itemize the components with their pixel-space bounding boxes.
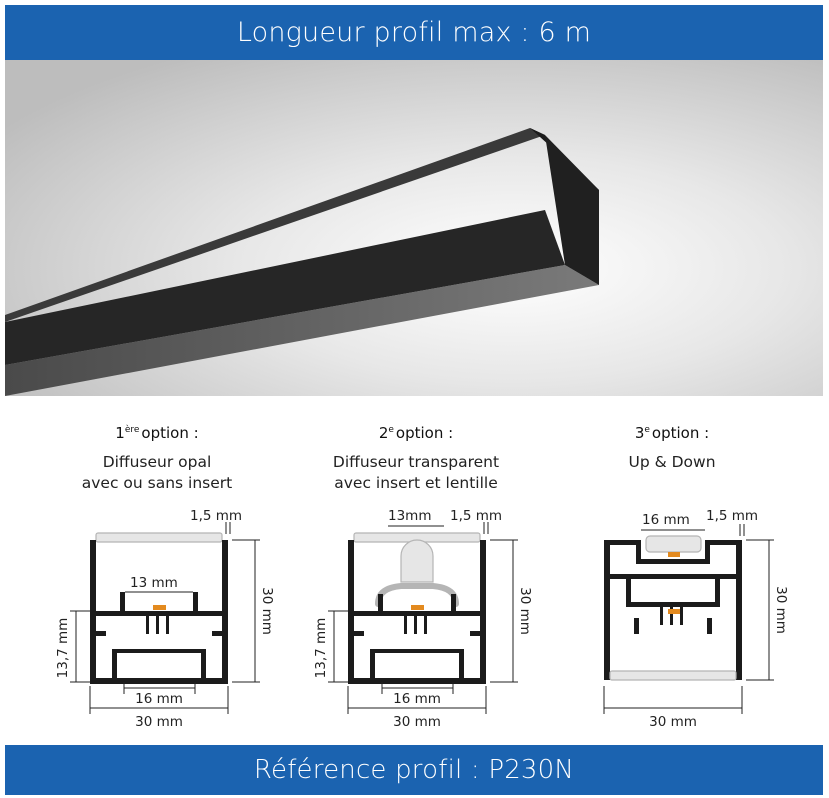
option-2-lens-width-dim: 13mm — [388, 508, 431, 524]
option-1-number: 1 — [115, 424, 125, 442]
option-2-top-wall-dim: 1,5 mm — [450, 508, 502, 524]
option-1-line1: Diffuseur opal — [102, 453, 212, 471]
option-3-drawing: 16 mm 1,5 mm 30 mm 30 mm — [603, 508, 789, 730]
option-1-label: option : — [141, 424, 199, 442]
option-2-description: Diffuseur transparent avec insert et len… — [296, 452, 536, 494]
option-3-lower-diffuser — [609, 670, 737, 681]
option-2-number: 2 — [378, 424, 389, 442]
option-1-right-wall — [222, 540, 228, 682]
option-1-suffix: ère — [124, 425, 140, 435]
option-3-width-dim: 30 mm — [649, 714, 697, 730]
option-3-height-dim: 30 mm — [773, 586, 789, 634]
option-1-drawing: 1,5 mm 13 mm 30 mm 13,7 mm 16 mm 30 mm — [55, 508, 275, 730]
footer-title: Référence profil : P230N — [253, 755, 575, 785]
header-title: Longueur profil max : 6 m — [236, 17, 592, 48]
option-2-insert-height-dim: 13,7 mm — [313, 618, 329, 679]
option-1-description: Diffuseur opal avec ou sans insert — [37, 452, 277, 494]
option-1-insert — [96, 611, 222, 616]
option-3-suffix: e — [644, 425, 650, 435]
option-3-number: 3 — [634, 424, 645, 442]
option-2-label: option : — [395, 424, 454, 442]
product-photo — [5, 60, 823, 396]
option-1-led — [153, 605, 166, 610]
option-1-inner-width-dim: 13 mm — [130, 575, 178, 591]
option-1-height-dim: 30 mm — [259, 587, 275, 635]
option-3-top-wall-dim: 1,5 mm — [706, 508, 758, 524]
footer-banner: Référence profil : P230N — [5, 745, 823, 795]
option-1-channel-width-dim: 16 mm — [135, 691, 183, 707]
option-1-line2: avec ou sans insert — [81, 474, 233, 492]
option-1-top-wall-dim: 1,5 mm — [190, 508, 242, 524]
option-2-channel-width-dim: 16 mm — [393, 691, 441, 707]
profile-render-image — [5, 60, 823, 396]
option-1-width-dim: 30 mm — [135, 714, 183, 730]
option-2-width-dim: 30 mm — [393, 714, 441, 730]
option-2-suffix: e — [388, 425, 394, 435]
option-2-height-dim: 30 mm — [517, 587, 533, 635]
option-2-line1: Diffuseur transparent — [332, 453, 500, 471]
option-3-lower-led — [668, 609, 680, 614]
option-2-lens — [400, 539, 434, 583]
option-1-left-wall — [90, 540, 96, 682]
option-3-description: Up & Down — [552, 452, 792, 473]
option-3-inner-width-dim: 16 mm — [642, 512, 690, 528]
option-1-insert-height-dim: 13,7 mm — [55, 618, 71, 679]
option-3-mid-insert — [636, 559, 710, 564]
option-3-upper-diffuser — [645, 535, 702, 553]
option-3-label: option : — [651, 424, 710, 442]
option-3-upper-led — [668, 552, 680, 557]
option-2-line2: avec insert et lentille — [334, 474, 498, 492]
option-1-bottom-wall — [90, 678, 228, 684]
option-3-line1: Up & Down — [628, 453, 716, 471]
header-banner: Longueur profil max : 6 m — [5, 5, 823, 60]
option-2-drawing: 13mm 1,5 mm 30 mm 13,7 mm 16 mm 30 mm — [313, 508, 533, 730]
option-1-diffuser — [95, 532, 223, 543]
option-2-led — [411, 605, 424, 610]
